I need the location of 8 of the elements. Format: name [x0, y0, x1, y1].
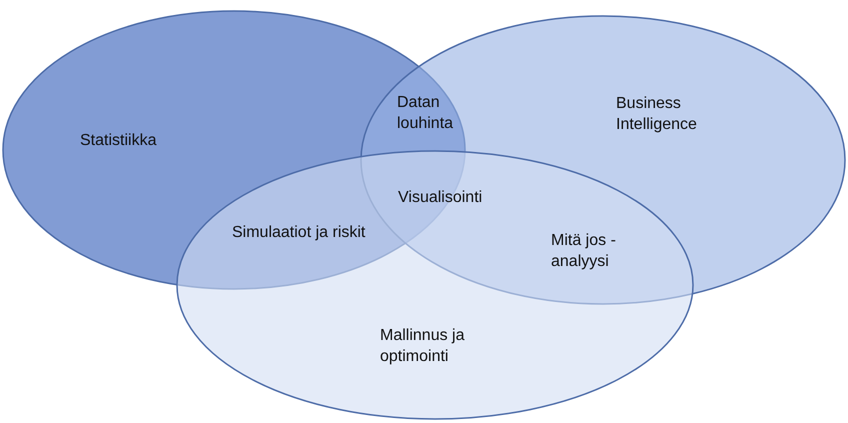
node-label: Statistiikka [80, 131, 158, 151]
node-label: Mallinnus ja optimointi [380, 326, 466, 367]
region-label: Datan louhinta [397, 93, 454, 134]
region-label: Mitä jos - analyysi [551, 231, 617, 272]
region-label: Visualisointi [398, 188, 484, 208]
region-label: Simulaatiot ja riskit [232, 223, 366, 243]
ellipse [176, 150, 694, 420]
node-label: Business Intelligence [616, 94, 698, 135]
